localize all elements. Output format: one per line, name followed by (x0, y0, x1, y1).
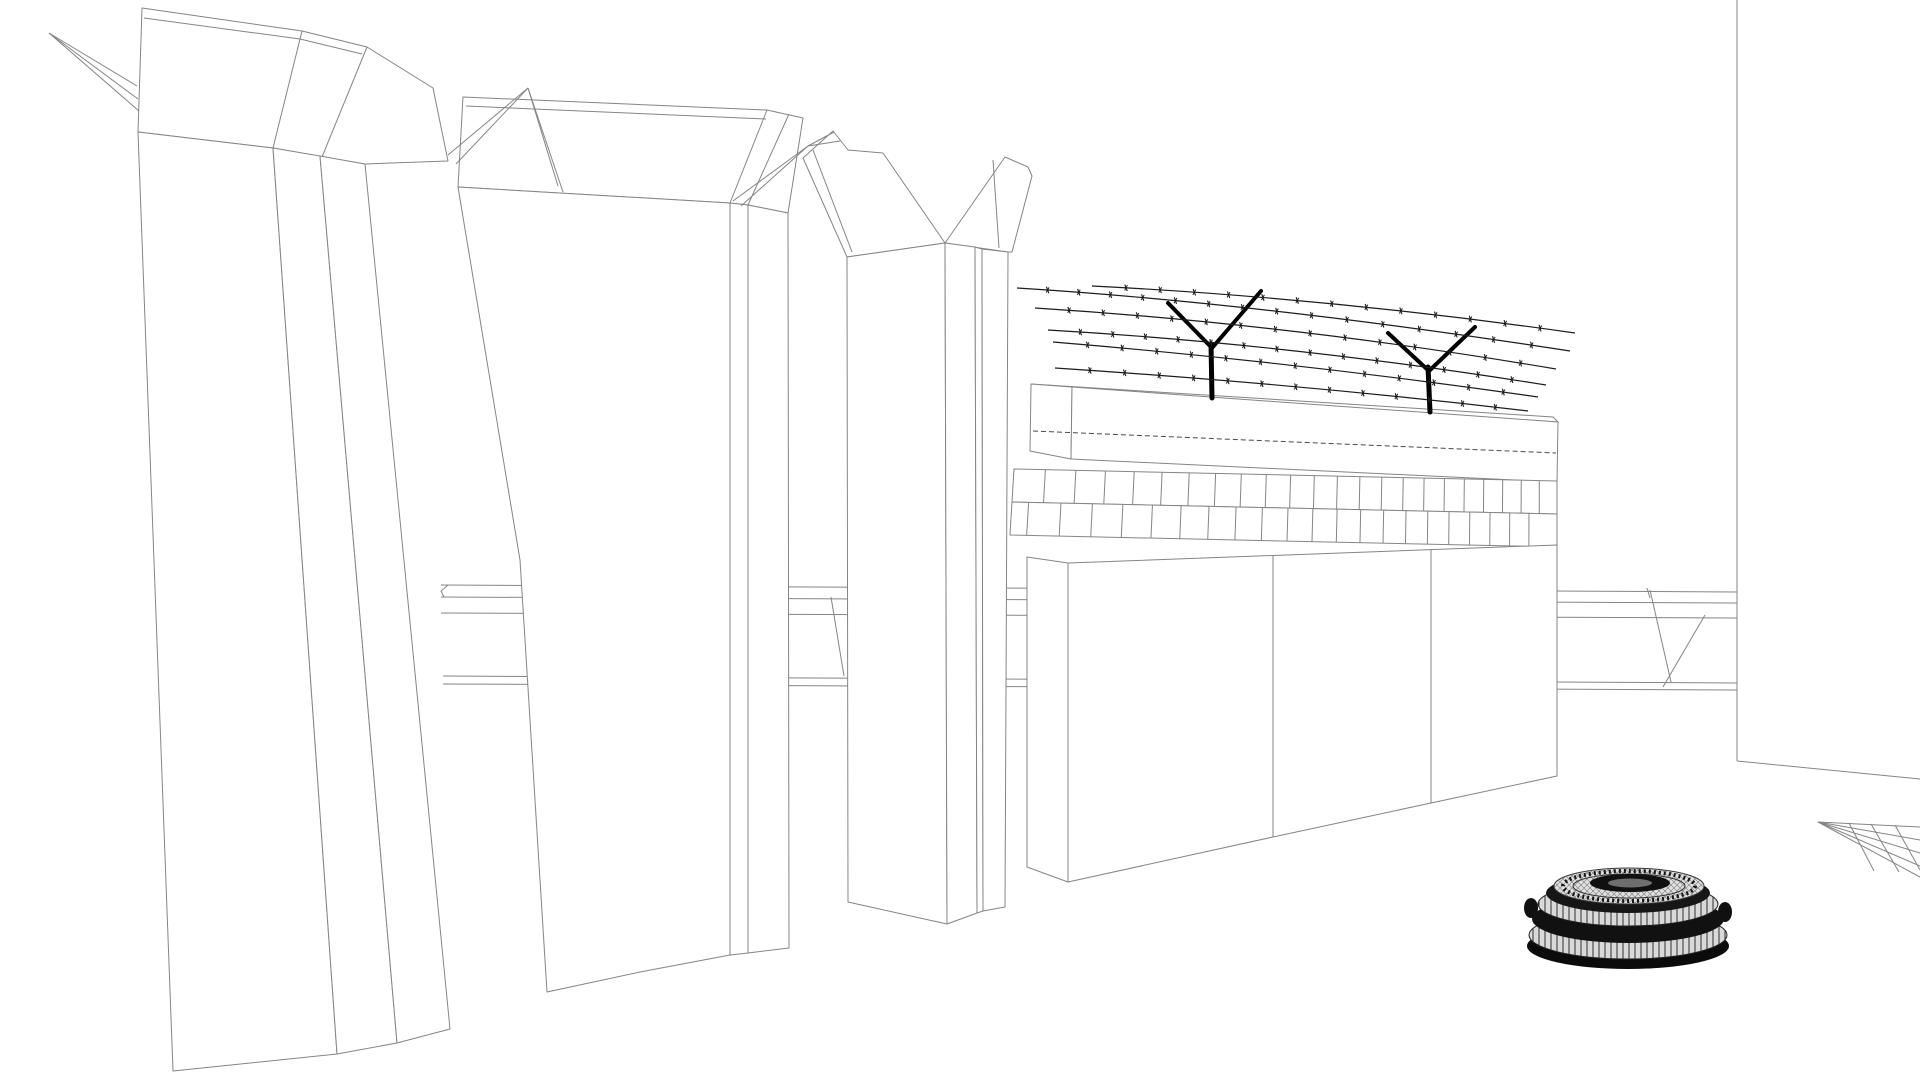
barbed-wire-fence (1016, 284, 1576, 415)
concrete-slab-pillar-1 (137, 7, 451, 1072)
concrete-slab-pillar-2 (457, 96, 804, 993)
right-building-wall (1736, 0, 1920, 780)
border-wall (1009, 383, 1559, 883)
manhole-cover (1524, 867, 1732, 969)
drainage-grate (1817, 821, 1920, 878)
cap-spikes (48, 32, 841, 207)
concrete-slab-pillar-3 (802, 130, 1033, 925)
